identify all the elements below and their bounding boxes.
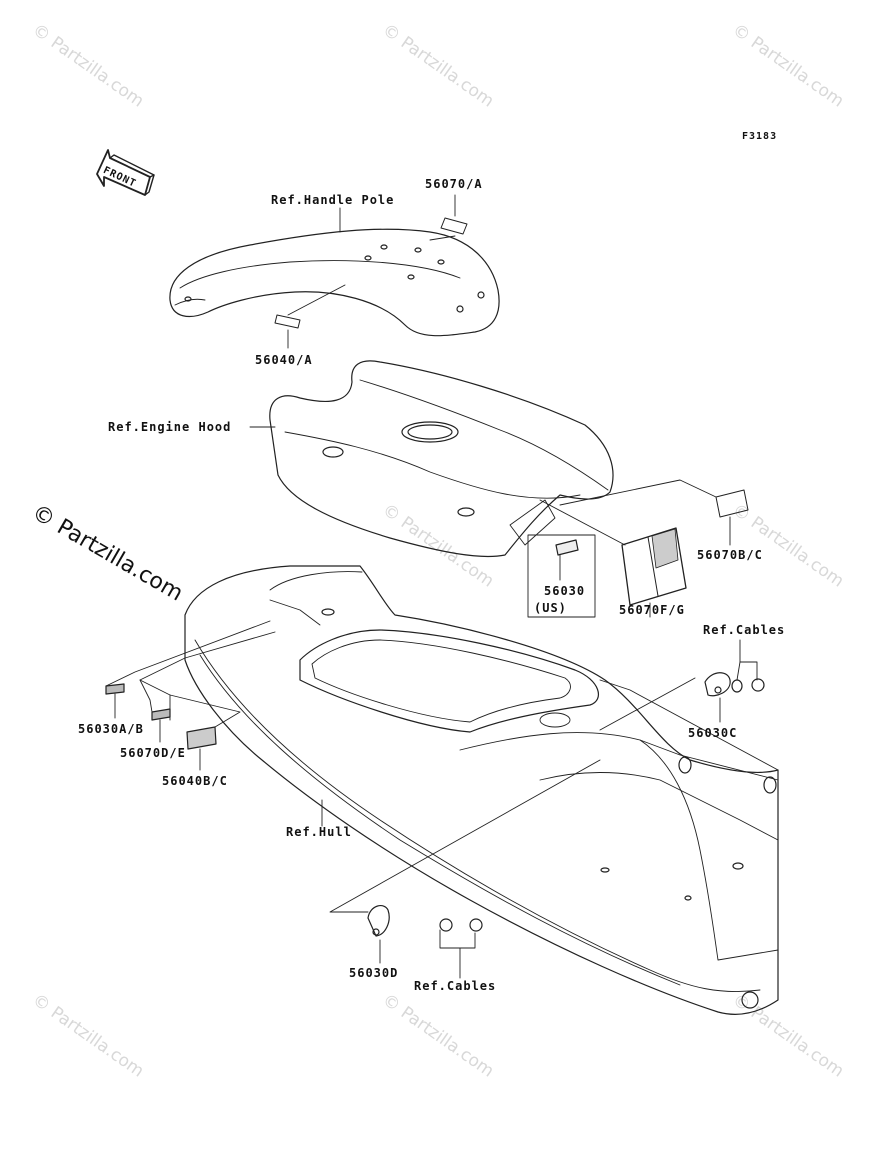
hull (184, 565, 779, 1015)
callout-us: (US) (534, 601, 567, 615)
callout-56030: 56030 (544, 584, 586, 598)
callout-56070a: 56070/A (425, 177, 483, 191)
decal-56030ab (105, 683, 125, 695)
callout-56070fg: 56070F/G (619, 603, 685, 617)
callout-cables-bottom: Ref.Cables (414, 979, 497, 993)
callout-56040bc: 56040B/C (162, 774, 228, 788)
callout-handle-pole: Ref.Handle Pole (271, 193, 395, 207)
cap-56030d (367, 904, 390, 937)
callout-cables-right: Ref.Cables (703, 623, 786, 637)
callout-56030ab: 56030A/B (78, 722, 144, 736)
callout-56070bc: 56070B/C (697, 548, 763, 562)
handle-pole-cover (169, 228, 500, 337)
callout-engine-hood: Ref.Engine Hood (108, 420, 232, 434)
front-arrow-icon (96, 149, 155, 196)
decal-56070bc (715, 489, 749, 518)
engine-hood (269, 360, 614, 558)
decal-56040a (274, 314, 301, 329)
callout-hull: Ref.Hull (286, 825, 352, 839)
decal-56070de (151, 708, 171, 721)
callout-56030d: 56030D (349, 966, 399, 980)
decal-56070a (440, 217, 468, 235)
decal-56070fg (621, 527, 687, 606)
decal-56040bc (186, 726, 217, 750)
callout-56040a: 56040/A (255, 353, 313, 367)
cap-56030c (704, 672, 731, 697)
figure-code: F3183 (742, 131, 778, 142)
decal-56030 (555, 539, 579, 556)
callout-56030c: 56030C (688, 726, 738, 740)
callout-56070de: 56070D/E (120, 746, 186, 760)
